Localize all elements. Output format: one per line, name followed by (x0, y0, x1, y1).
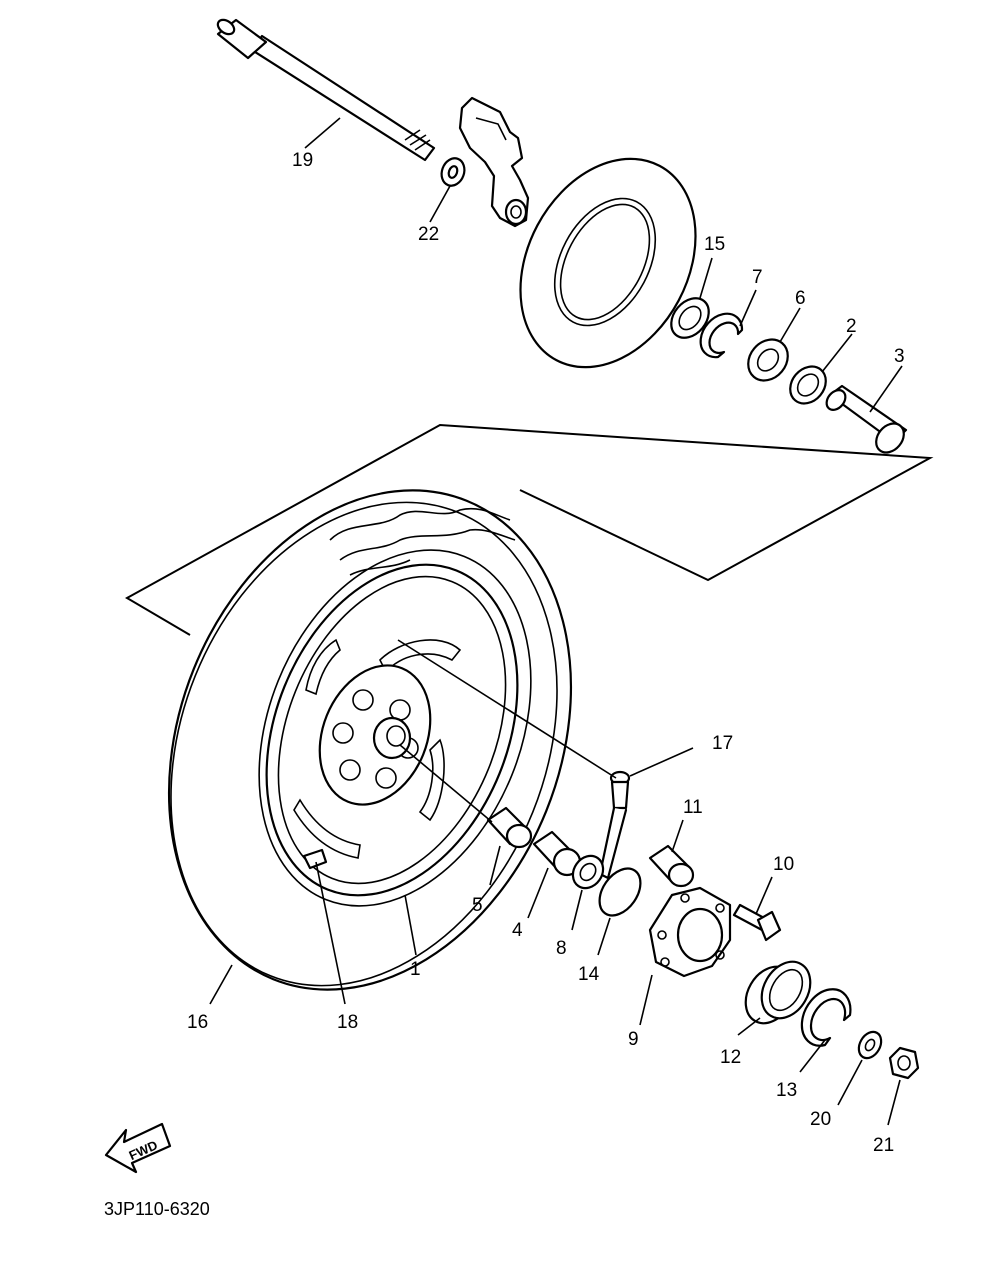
air-valve (598, 770, 631, 880)
callout-1: 1 (410, 959, 421, 980)
callout-10: 10 (773, 854, 794, 875)
oil-seal-8 (571, 854, 605, 890)
caliper-bracket (458, 96, 530, 228)
callout-6: 6 (795, 288, 806, 309)
collar-3 (825, 384, 908, 454)
callout-11: 11 (683, 797, 703, 818)
callout-9: 9 (628, 1029, 639, 1050)
callout-17: 17 (712, 733, 733, 754)
forward-arrow-icon: FWD (104, 1122, 172, 1174)
bearing-6 (747, 338, 789, 382)
circlip-7 (699, 312, 744, 359)
axle-shaft (216, 18, 436, 162)
callout-16: 16 (187, 1012, 208, 1033)
collar-12 (744, 960, 812, 1025)
callout-21: 21 (873, 1135, 894, 1156)
oil-seal-15 (670, 297, 710, 339)
collar-11 (648, 844, 695, 888)
callout-labels: 19 22 15 7 6 2 3 17 11 10 5 4 8 14 1 16 … (187, 150, 905, 1156)
callout-2: 2 (846, 316, 857, 337)
callout-5: 5 (472, 895, 483, 916)
spacer-2 (789, 365, 827, 405)
collar-5 (486, 806, 533, 849)
callout-20: 20 (810, 1109, 831, 1130)
callout-4: 4 (512, 920, 523, 941)
flange-hub-9 (648, 886, 732, 978)
callout-8: 8 (556, 938, 567, 959)
nut-21 (888, 1046, 920, 1080)
callout-15: 15 (704, 234, 725, 255)
callout-3: 3 (894, 346, 905, 367)
bolt-10 (732, 903, 782, 942)
callout-19: 19 (292, 150, 313, 171)
washer-20 (857, 1030, 883, 1060)
callout-14: 14 (578, 964, 600, 985)
balance-weight (302, 848, 328, 870)
callout-12: 12 (720, 1047, 741, 1068)
leader-lines (209, 117, 903, 1126)
explode-frame (124, 423, 934, 636)
axle-washer (440, 157, 466, 187)
diagram-code: 3JP110-6320 (104, 1199, 210, 1219)
callout-13: 13 (776, 1080, 797, 1101)
o-ring-14 (598, 867, 642, 917)
callout-7: 7 (752, 267, 763, 288)
circlip-13 (800, 988, 852, 1047)
callout-18: 18 (337, 1012, 358, 1033)
wheel-hub (318, 664, 432, 806)
brake-disc (519, 157, 697, 369)
callout-22: 22 (418, 224, 439, 245)
